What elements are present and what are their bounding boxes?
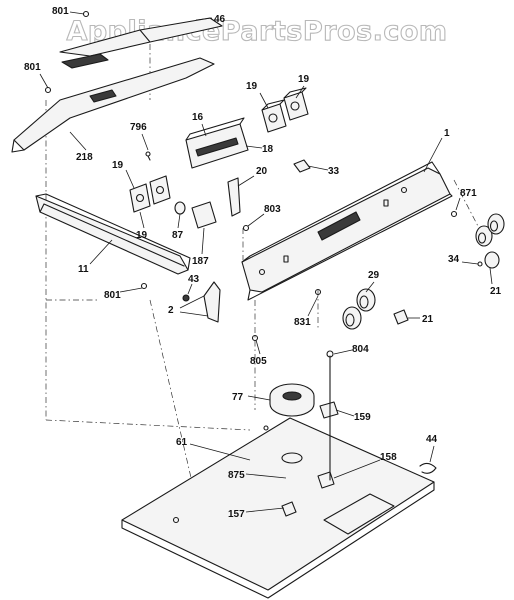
part-20-bracket[interactable] [227, 177, 241, 217]
part-21-knob-c[interactable] [484, 251, 500, 269]
part-16-timer-module[interactable] [185, 117, 249, 169]
callout-33: 33 [328, 166, 340, 177]
callout-44: 44 [426, 434, 438, 445]
part-21-knob-b[interactable] [487, 213, 505, 235]
callout-801: 801 [52, 6, 69, 17]
part-157-clip[interactable] [281, 501, 297, 517]
callout-19: 19 [112, 160, 124, 171]
part-187-switch[interactable] [191, 201, 217, 229]
part-21-knob-a[interactable] [475, 225, 493, 247]
callout-803: 803 [264, 204, 281, 215]
part-87-lamp[interactable] [174, 201, 186, 215]
callout-875: 875 [228, 470, 245, 481]
callout-46: 46 [214, 14, 226, 25]
screws [44, 10, 483, 358]
callout-29: 29 [368, 270, 380, 281]
part-29-knob-b[interactable] [356, 288, 376, 312]
part-61-base-plate[interactable] [121, 417, 435, 599]
part-19-switch-c[interactable] [129, 183, 151, 213]
callout-831: 831 [294, 317, 311, 328]
part-43-grommet[interactable] [182, 294, 190, 302]
callout-77: 77 [232, 392, 244, 403]
part-44-spring-clip[interactable] [419, 462, 437, 474]
callout-796: 796 [130, 122, 147, 133]
part-218-trim-strip[interactable] [11, 57, 215, 153]
part-19-switch-b[interactable] [283, 87, 309, 121]
callout-805: 805 [250, 356, 267, 367]
part-159-bracket[interactable] [319, 401, 339, 419]
part-2-bracket[interactable] [203, 281, 221, 323]
callout-19: 19 [136, 230, 148, 241]
callout-158: 158 [380, 452, 397, 463]
callout-21: 21 [490, 286, 502, 297]
callout-43: 43 [188, 274, 200, 285]
part-11-lower-trim[interactable] [35, 193, 191, 275]
callout-157: 157 [228, 509, 245, 520]
callout-11: 11 [78, 264, 89, 275]
callout-804: 804 [352, 344, 369, 355]
callout-21: 21 [422, 314, 434, 325]
callout-1: 1 [444, 128, 450, 139]
callout-801: 801 [104, 290, 121, 301]
callout-2: 2 [168, 305, 174, 316]
part-77-transformer[interactable] [269, 383, 315, 417]
callout-187: 187 [192, 256, 209, 267]
part-21-clip[interactable] [393, 309, 409, 325]
callout-19: 19 [246, 81, 258, 92]
alignment-lines [45, 44, 481, 561]
callout-159: 159 [354, 412, 371, 423]
callout-19: 19 [298, 74, 310, 85]
callout-16: 16 [192, 112, 204, 123]
callout-labels: 801 46 801 218 19 19 16 796 18 1 19 20 33 871 19 87 803 1… [24, 6, 502, 520]
part-29-knob-a[interactable] [342, 306, 362, 330]
part-19-switch-d[interactable] [149, 175, 171, 205]
callout-18: 18 [262, 144, 274, 155]
leader-lines [39, 11, 493, 513]
part-1-control-panel[interactable] [241, 161, 453, 301]
callout-61: 61 [176, 437, 188, 448]
callout-20: 20 [256, 166, 268, 177]
part-19-switch-a[interactable] [261, 99, 287, 133]
callout-87: 87 [172, 230, 184, 241]
callout-218: 218 [76, 152, 93, 163]
part-796-screw[interactable] [145, 151, 151, 161]
callout-801: 801 [24, 62, 41, 73]
callout-871: 871 [460, 188, 477, 199]
part-46-deflector[interactable] [59, 17, 223, 69]
part-33-connector[interactable] [293, 159, 311, 173]
callout-34: 34 [448, 254, 460, 265]
